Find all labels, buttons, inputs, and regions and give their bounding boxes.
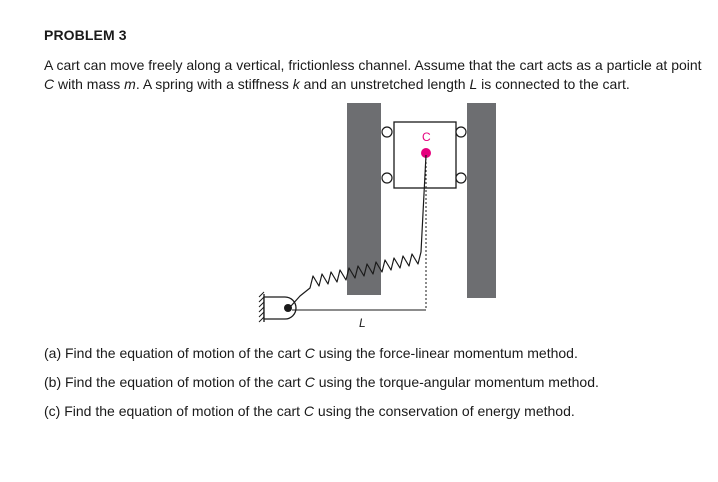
question-c-var: C — [303, 403, 315, 419]
point-c-label: C — [422, 130, 431, 144]
question-c-pre: (c) Find the equation of motion of the c… — [44, 403, 304, 419]
intro-text-2: with mass — [54, 76, 125, 92]
intro-text-1: A cart can move freely along a vertical,… — [44, 57, 702, 73]
problem-title: PROBLEM 3 — [44, 27, 127, 43]
intro-length-var: L — [469, 76, 478, 92]
intro-stiffness-var: k — [292, 76, 300, 92]
intro-point-var: C — [44, 76, 55, 92]
question-a-var: C — [304, 345, 315, 361]
question-b-var: C — [304, 374, 315, 390]
question-b-pre: (b) Find the equation of motion of the c… — [44, 374, 305, 390]
problem-statement: A cart can move freely along a vertical,… — [44, 56, 709, 94]
intro-text-4: and an unstretched length — [299, 76, 470, 92]
length-l-label: L — [359, 316, 366, 330]
intro-text-5: is connected to the cart. — [477, 76, 630, 92]
question-a-pre: (a) Find the equation of motion of the c… — [44, 345, 305, 361]
channel-right-wall — [467, 103, 496, 298]
cart-wheel-top-right — [455, 126, 467, 138]
cart-wheel-top-left — [381, 126, 393, 138]
question-b: (b) Find the equation of motion of the c… — [44, 373, 599, 392]
question-c: (c) Find the equation of motion of the c… — [44, 402, 575, 421]
question-b-post: using the torque-angular momentum method… — [314, 374, 599, 390]
ground-support — [258, 291, 297, 323]
question-c-post: using the conservation of energy method. — [314, 403, 575, 419]
cart-wheel-bottom-left — [381, 172, 393, 184]
cart-spring-figure: C L — [258, 103, 496, 330]
intro-mass-var: m — [124, 76, 136, 92]
question-a-post: using the force-linear momentum method. — [314, 345, 578, 361]
spring — [290, 154, 427, 307]
cart-wheel-bottom-right — [455, 172, 467, 184]
point-c-marker — [421, 148, 431, 158]
question-a: (a) Find the equation of motion of the c… — [44, 344, 578, 363]
channel-left-wall — [347, 103, 381, 295]
intro-text-3: . A spring with a stiffness — [135, 76, 293, 92]
